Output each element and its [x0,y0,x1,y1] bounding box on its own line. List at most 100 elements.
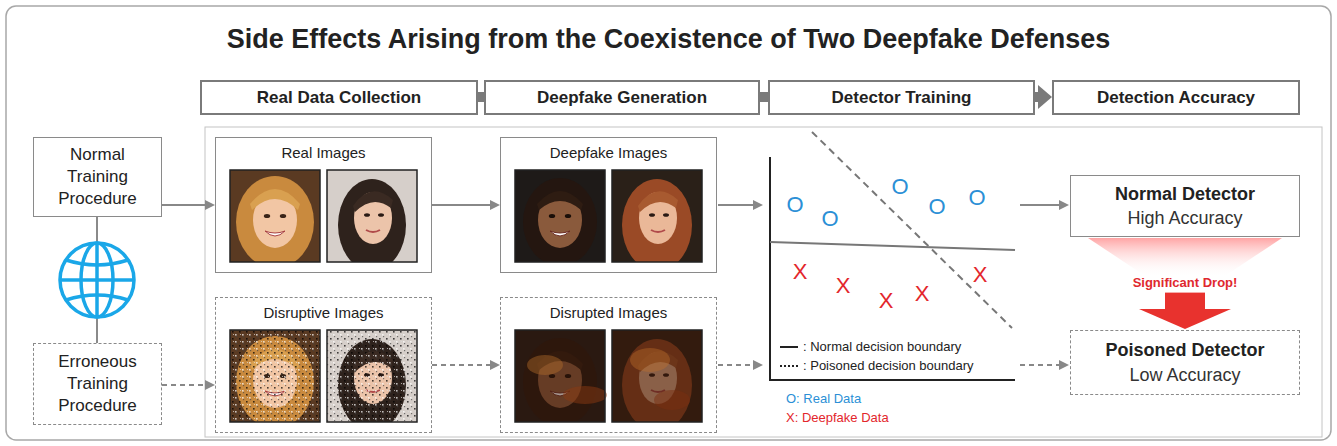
disruptive-image [230,330,320,422]
box-label: Normal Detector [1115,182,1255,206]
box-label: Detector Training [832,88,972,108]
procedure-box: Normal Training Procedure [33,137,162,217]
legend-text: : Normal decision boundary [803,339,961,354]
globe-icon [60,243,134,317]
data-point-mark: O [891,174,908,200]
detector-box: Poisoned DetectorLow Accuracy [1070,330,1300,395]
box-label: Erroneous Training Procedure [48,351,147,417]
flow-connector [432,200,500,210]
flow-connector [1035,85,1052,109]
globe-icon [60,278,134,282]
connector-line [760,92,768,102]
data-point-mark: X [879,288,894,314]
flow-arrow [753,360,763,370]
box-label: Real Data Collection [257,88,421,108]
deepfake-image [515,170,605,262]
box-label: Detection Accuracy [1097,88,1255,108]
real-image [230,170,320,268]
drop-arrow [1088,238,1282,329]
flow-arrow [718,200,1069,370]
connector-line [162,384,207,386]
content-frame [205,127,1322,437]
flow-arrow [1059,200,1069,210]
disruptive-image [230,330,417,431]
decision-chart [770,242,1015,250]
disruptive-image [230,330,320,428]
flow-connector [162,200,215,210]
flow-arrow [718,364,755,366]
box-sublabel: High Accuracy [1127,206,1242,230]
flow-connector [162,380,215,390]
box-label: Deepfake Generation [537,88,707,108]
image-panel: Disrupted Images [500,297,717,433]
disrupted-image [612,330,702,431]
disruptive-image [327,330,417,422]
disrupted-image [527,355,563,375]
chart-key-text: O: Real Data [786,391,861,406]
legend-line-sample [778,342,800,352]
data-point-mark: O [928,194,945,220]
disrupted-image [563,386,607,404]
step-header-box: Real Data Collection [200,80,478,115]
data-point-mark: O [786,192,803,218]
box-label: Deepfake Images [550,144,668,161]
flow-connector [432,360,500,370]
flow-arrow [1020,204,1061,206]
flow-arrow [1020,364,1061,366]
step-header-box: Deepfake Generation [484,80,760,115]
box-label: Poisoned Detector [1105,338,1264,362]
decision-chart [769,379,1015,381]
real-image [230,170,417,271]
flow-arrow [753,200,763,210]
arrow-head [490,200,500,210]
data-point-mark: X [793,259,808,285]
image-panel: Deepfake Images [500,137,717,273]
drop-arrow-shaft [1165,293,1205,309]
legend-line-sample [780,365,798,367]
connector-line [162,204,207,206]
decision-chart [812,132,1012,328]
edge-label: Significant Drop! [1133,275,1238,290]
detector-box: Normal DetectorHigh Accuracy [1070,175,1300,237]
disruptive-image [327,330,417,431]
data-point-mark: O [968,185,985,211]
connector-line [432,364,492,366]
disrupted-image [515,330,605,422]
data-point-mark: X [836,273,851,299]
deepfake-image [612,170,702,271]
disruptive-image [230,330,320,422]
real-image [230,170,320,262]
step-header-box: Detector Training [768,80,1035,115]
disrupted-image [612,330,702,422]
legend-line-sample [778,361,800,371]
disruptive-image [327,330,417,422]
chart-key-text: X: Deepfake Data [786,410,889,425]
connector-line [432,204,492,206]
disrupted-image [515,330,605,426]
legend-line-sample [780,346,798,348]
diagram-title: Side Effects Arising from the Coexistenc… [0,24,1337,55]
box-sublabel: Low Accuracy [1129,363,1240,387]
deepfake-image [515,170,702,271]
decision-chart [769,157,771,380]
image-panel: Disruptive Images [215,297,432,433]
outer-frame [6,6,1331,440]
globe-icon [60,243,134,317]
step-header-box: Detection Accuracy [1052,80,1300,115]
disrupted-image [515,330,605,422]
deepfake-image [515,170,605,266]
data-point-mark: X [973,262,988,288]
flow-arrow [718,204,755,206]
globe-icon [66,260,128,265]
flow-connector [760,97,768,98]
disrupted-image [654,390,690,410]
box-label: Disruptive Images [263,304,383,321]
image-panel: Real Images [215,137,432,273]
arrow-head [205,380,215,390]
disrupted-image [630,348,670,372]
legend-row: : Normal decision boundary [778,339,961,354]
data-point-mark: O [821,206,838,232]
arrow-head [490,360,500,370]
drop-arrow-head [1139,309,1231,329]
